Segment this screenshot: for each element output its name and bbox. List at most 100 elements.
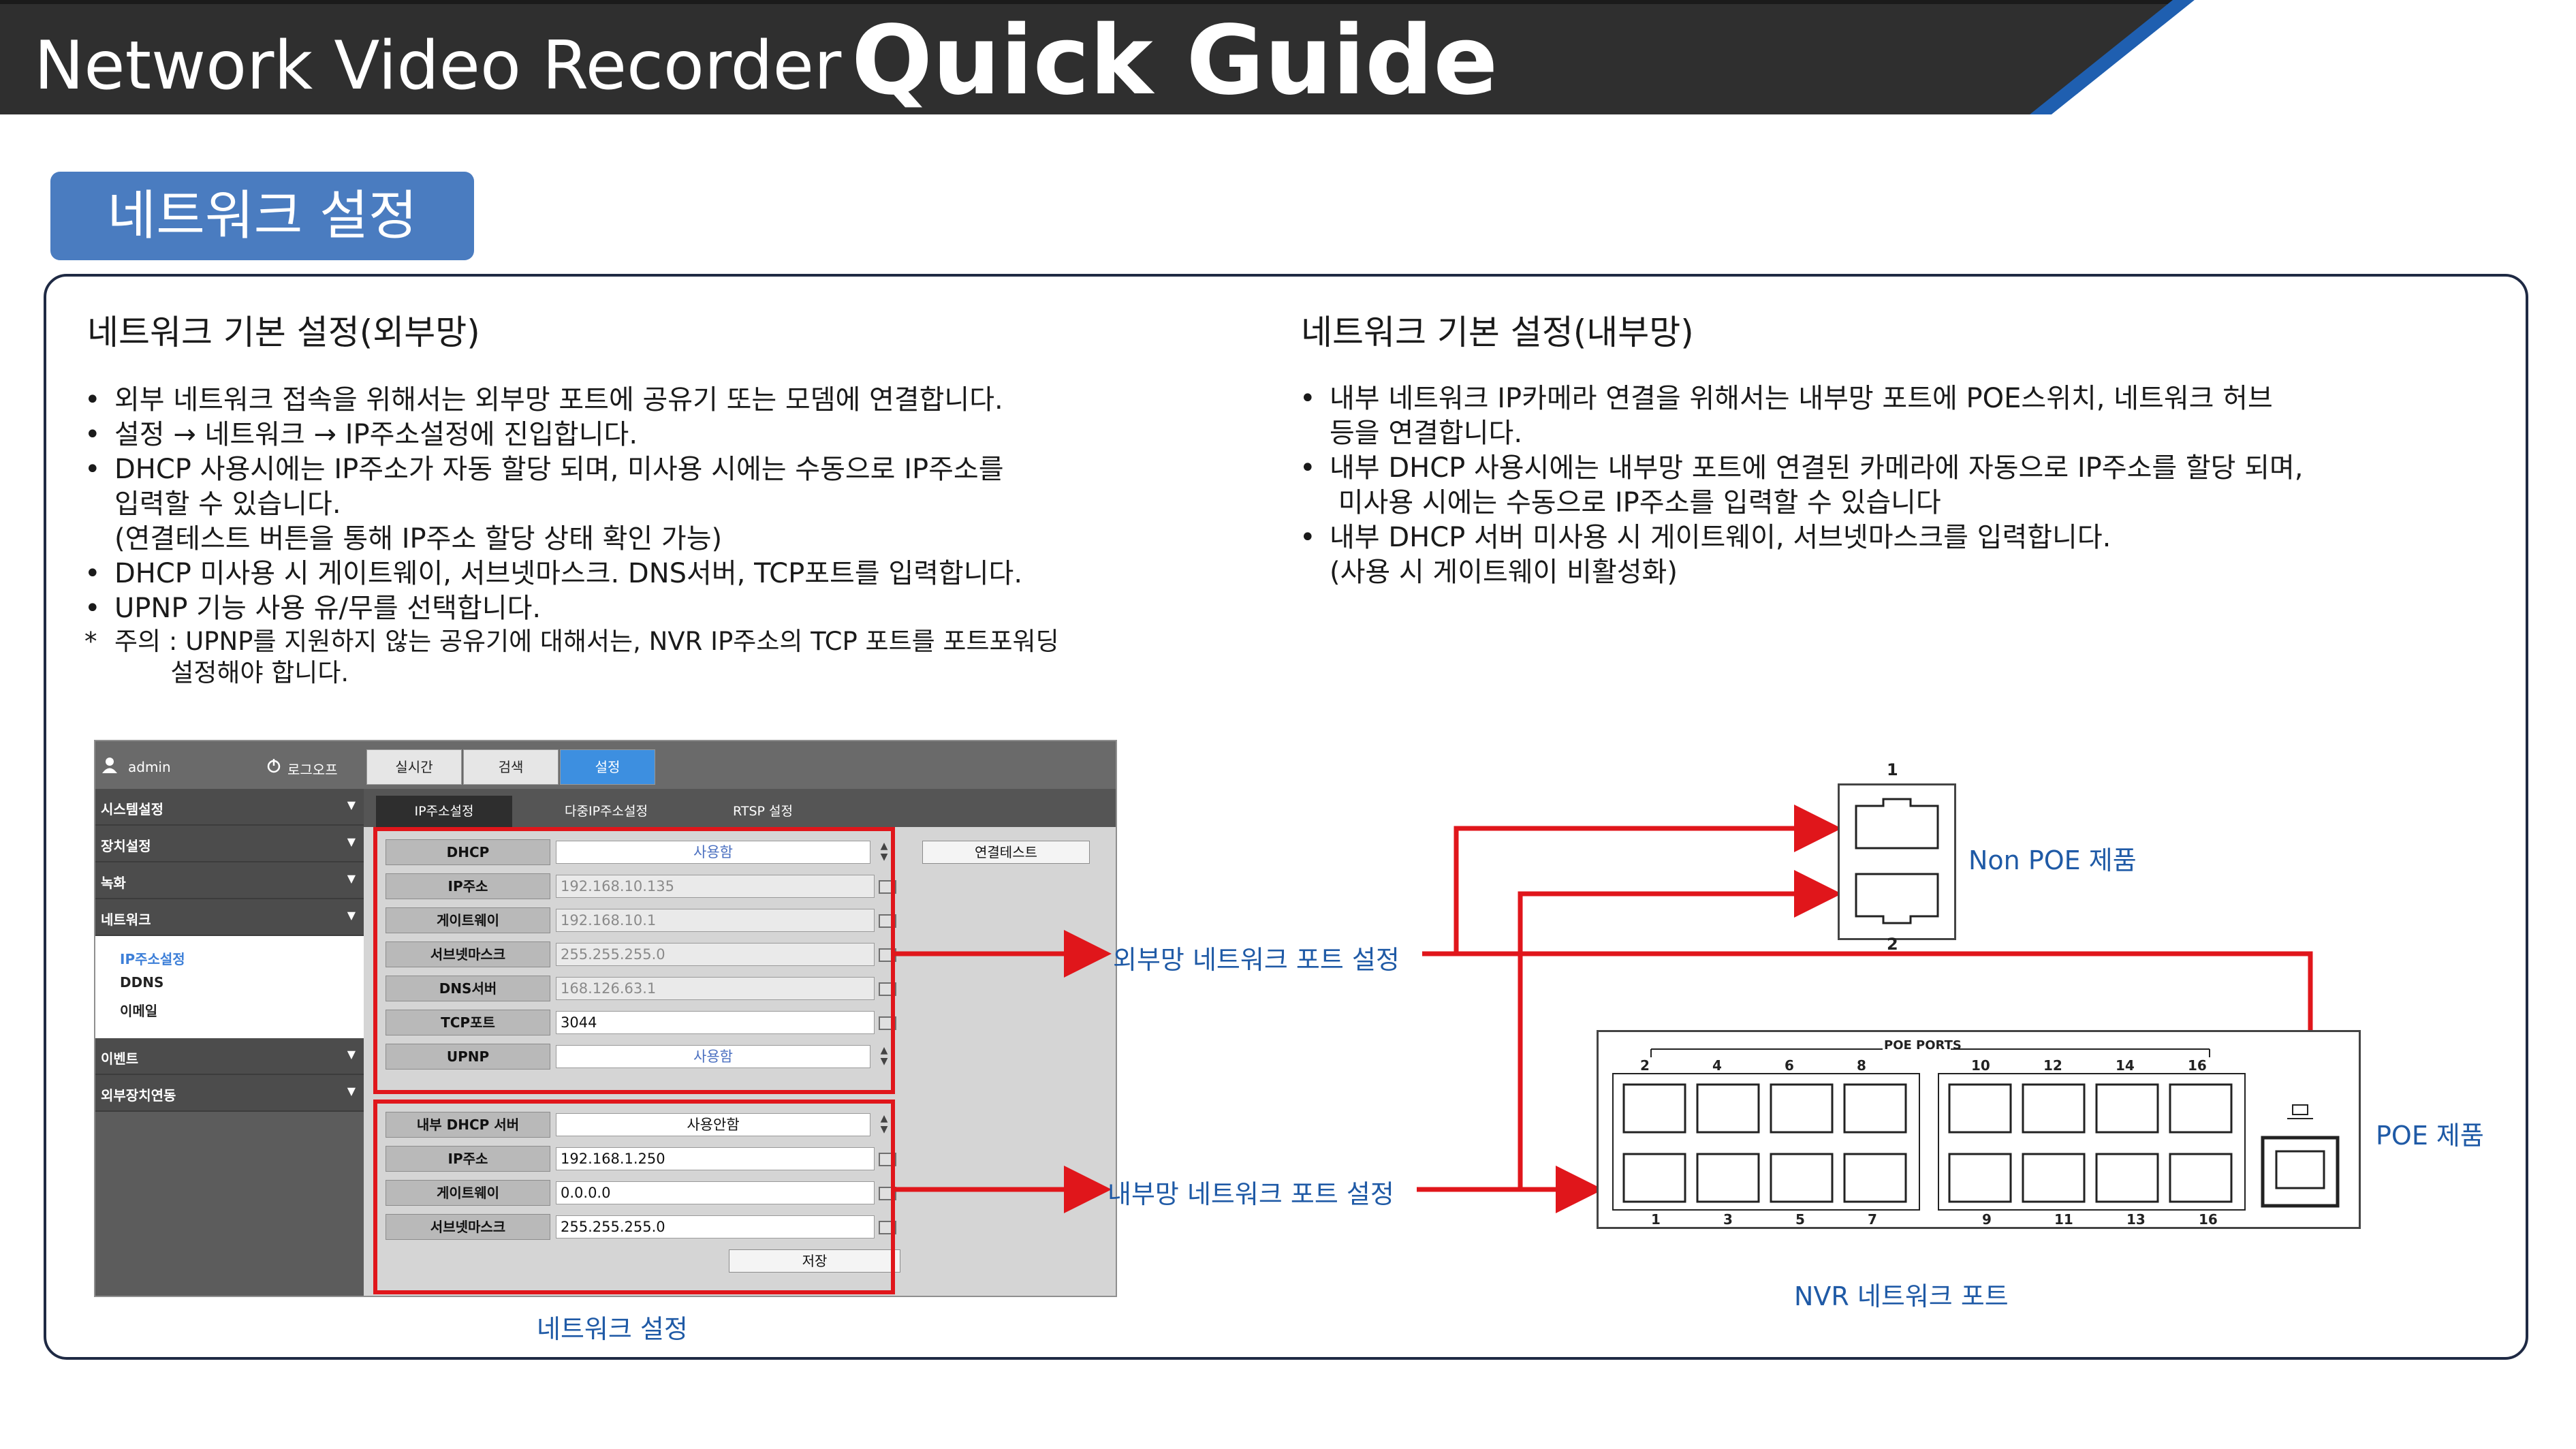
ip-address-input[interactable]: 192.168.10.135 [556, 875, 875, 898]
port-number: 2 [1887, 935, 1898, 954]
submenu-ip-address[interactable]: IP주소설정 [120, 951, 185, 967]
bullet-item: •내부 DHCP 사용시에는 내부망 포트에 연결된 카메라에 자동으로 IP주… [1300, 452, 2304, 518]
poe-port-panel [1597, 1030, 2361, 1229]
port-number: 2 [1640, 1057, 1650, 1074]
internal-subnet-input[interactable]: 255.255.255.0 [556, 1215, 875, 1238]
non-poe-port-block [1838, 783, 1956, 940]
dhcp-select[interactable]: 사용함 [556, 841, 870, 864]
submenu-email[interactable]: 이메일 [120, 1003, 158, 1019]
port-number: 7 [1868, 1211, 1877, 1228]
tab-settings[interactable]: 설정 [560, 749, 655, 785]
tab-live[interactable]: 실시간 [366, 749, 462, 785]
sidebar-item-event[interactable]: 이벤트▼ [95, 1038, 364, 1075]
internal-dhcp-select[interactable]: 사용안함 [556, 1113, 870, 1136]
external-highlight-box [373, 827, 895, 1094]
banner-stripe [0, 0, 2576, 4]
right-column-title: 네트워크 기본 설정(내부망) [1301, 313, 1694, 352]
note-item: *주의 : UPNP를 지원하지 않는 공유기에 대해서는, NVR IP주소의… [84, 627, 1059, 687]
dhcp-spinner-icon[interactable]: ▲▼ [880, 841, 888, 862]
logout-button[interactable]: 로그오프 [287, 762, 338, 778]
subnet-label: 서브넷마스크 [386, 941, 550, 967]
port-number: 1 [1887, 760, 1898, 779]
left-column-title: 네트워크 기본 설정(외부망) [87, 313, 480, 352]
section-title: 네트워크 설정 [50, 172, 474, 260]
port-number: 13 [2126, 1211, 2146, 1228]
internal-ip-label: IP주소 [386, 1146, 550, 1172]
rj45-port-icon [1855, 798, 1939, 924]
internal-dhcp-spinner-icon[interactable]: ▲▼ [880, 1113, 888, 1135]
gateway-label: 게이트웨이 [386, 907, 550, 933]
user-icon [102, 758, 117, 773]
port-number: 16 [2199, 1211, 2218, 1228]
bullet-item: •외부 네트워크 접속을 위해서는 외부망 포트에 공유기 또는 모뎀에 연결합… [84, 384, 1003, 416]
connect-test-button[interactable]: 연결테스트 [922, 841, 1090, 864]
bullet-item: •UPNP 기능 사용 유/무를 선택합니다. [84, 593, 541, 624]
port-number: 6 [1785, 1057, 1794, 1074]
power-icon[interactable] [266, 758, 282, 774]
banner-slash-decoration [2030, 0, 2576, 114]
tab-search[interactable]: 검색 [463, 749, 559, 785]
upnp-spinner-icon[interactable]: ▲▼ [880, 1045, 888, 1067]
port-number: 11 [2054, 1211, 2073, 1228]
tcp-port-label: TCP포트 [386, 1010, 550, 1035]
port-number: 8 [1857, 1057, 1866, 1074]
banner-quick-guide: Quick Guide [851, 5, 1498, 116]
nvr-topbar: admin 로그오프 실시간 검색 설정 [95, 741, 1116, 789]
right-bullets: •내부 네트워크 IP카메라 연결을 위해서는 내부망 포트에 POE스위치, … [1300, 381, 2304, 590]
internal-gateway-label: 게이트웨이 [386, 1180, 550, 1206]
non-poe-label: Non POE 제품 [1968, 845, 2137, 875]
internal-ip-input[interactable]: 192.168.1.250 [556, 1147, 875, 1170]
sidebar-item-device[interactable]: 장치설정▼ [95, 826, 364, 862]
header-banner [0, 0, 2576, 114]
port-number: 3 [1723, 1211, 1733, 1228]
user-name: admin [128, 759, 171, 775]
upnp-select[interactable]: 사용함 [556, 1045, 870, 1068]
dns-label: DNS서버 [386, 976, 550, 1001]
bullet-item: •내부 네트워크 IP카메라 연결을 위해서는 내부망 포트에 POE스위치, … [1300, 383, 2273, 449]
external-callout: 외부망 네트워크 포트 설정 [1113, 945, 1400, 975]
port-number: 4 [1712, 1057, 1722, 1074]
gateway-input[interactable]: 192.168.10.1 [556, 909, 875, 932]
port-number: 9 [1982, 1211, 1992, 1228]
port-number: 12 [2043, 1057, 2062, 1074]
internal-subnet-label: 서브넷마스크 [386, 1214, 550, 1240]
nvr-caption: 네트워크 설정 [537, 1314, 688, 1344]
ports-caption: NVR 네트워크 포트 [1794, 1281, 2009, 1311]
port-number: 10 [1971, 1057, 1990, 1074]
tcp-port-input[interactable]: 3044 [556, 1011, 875, 1034]
bullet-item: •DHCP 사용시에는 IP주소가 자동 할당 되며, 미사용 시에는 수동으로… [84, 454, 1004, 555]
port-number: 14 [2116, 1057, 2135, 1074]
dns-input[interactable]: 168.126.63.1 [556, 977, 875, 1000]
upnp-label: UPNP [386, 1044, 550, 1070]
sidebar-item-system[interactable]: 시스템설정▼ [95, 789, 364, 826]
port-number: 5 [1795, 1211, 1805, 1228]
poe-label: POE 제품 [2376, 1121, 2484, 1151]
submenu-ddns[interactable]: DDNS [120, 974, 164, 991]
port-number: 16 [2188, 1057, 2207, 1074]
bullet-item: •DHCP 미사용 시 게이트웨이, 서브넷마스크. DNS서버, TCP포트를… [84, 558, 1023, 589]
subtab-rtsp[interactable]: RTSP 설정 [733, 804, 793, 819]
nvr-settings-screenshot: admin 로그오프 실시간 검색 설정 IP주소설정 다중IP주소설정 RTS… [94, 740, 1117, 1297]
subnet-input[interactable]: 255.255.255.0 [556, 943, 875, 966]
save-button[interactable]: 저장 [729, 1249, 900, 1273]
poe-ports-graphic [1612, 1048, 2340, 1211]
internal-highlight-box [373, 1100, 895, 1294]
internal-gateway-input[interactable]: 0.0.0.0 [556, 1181, 875, 1204]
ip-address-label: IP주소 [386, 873, 550, 899]
subtab-multi-ip[interactable]: 다중IP주소설정 [565, 804, 648, 819]
content-frame [44, 274, 2528, 1360]
left-bullets: •외부 네트워크 접속을 위해서는 외부망 포트에 공유기 또는 모뎀에 연결합… [84, 383, 1059, 689]
subtab-ip-address[interactable]: IP주소설정 [376, 796, 512, 827]
internal-dhcp-label: 내부 DHCP 서버 [386, 1112, 550, 1138]
bullet-item: •내부 DHCP 서버 미사용 시 게이트웨이, 서브넷마스크를 입력합니다.(… [1300, 522, 2111, 588]
bullet-item: •설정 → 네트워크 → IP주소설정에 진입합니다. [84, 419, 638, 450]
internal-callout: 내부망 네트워크 포트 설정 [1108, 1179, 1394, 1209]
sidebar-item-record[interactable]: 녹화▼ [95, 862, 364, 899]
sidebar-item-external[interactable]: 외부장치연동▼ [95, 1075, 364, 1112]
port-number: 1 [1651, 1211, 1661, 1228]
poe-ports-title: POE PORTS [1880, 1038, 1966, 1053]
sidebar-item-network[interactable]: 네트워크▼ [95, 899, 364, 936]
banner-title: Network Video Recorder [34, 27, 842, 105]
network-submenu: IP주소설정 DDNS 이메일 [95, 936, 364, 1038]
